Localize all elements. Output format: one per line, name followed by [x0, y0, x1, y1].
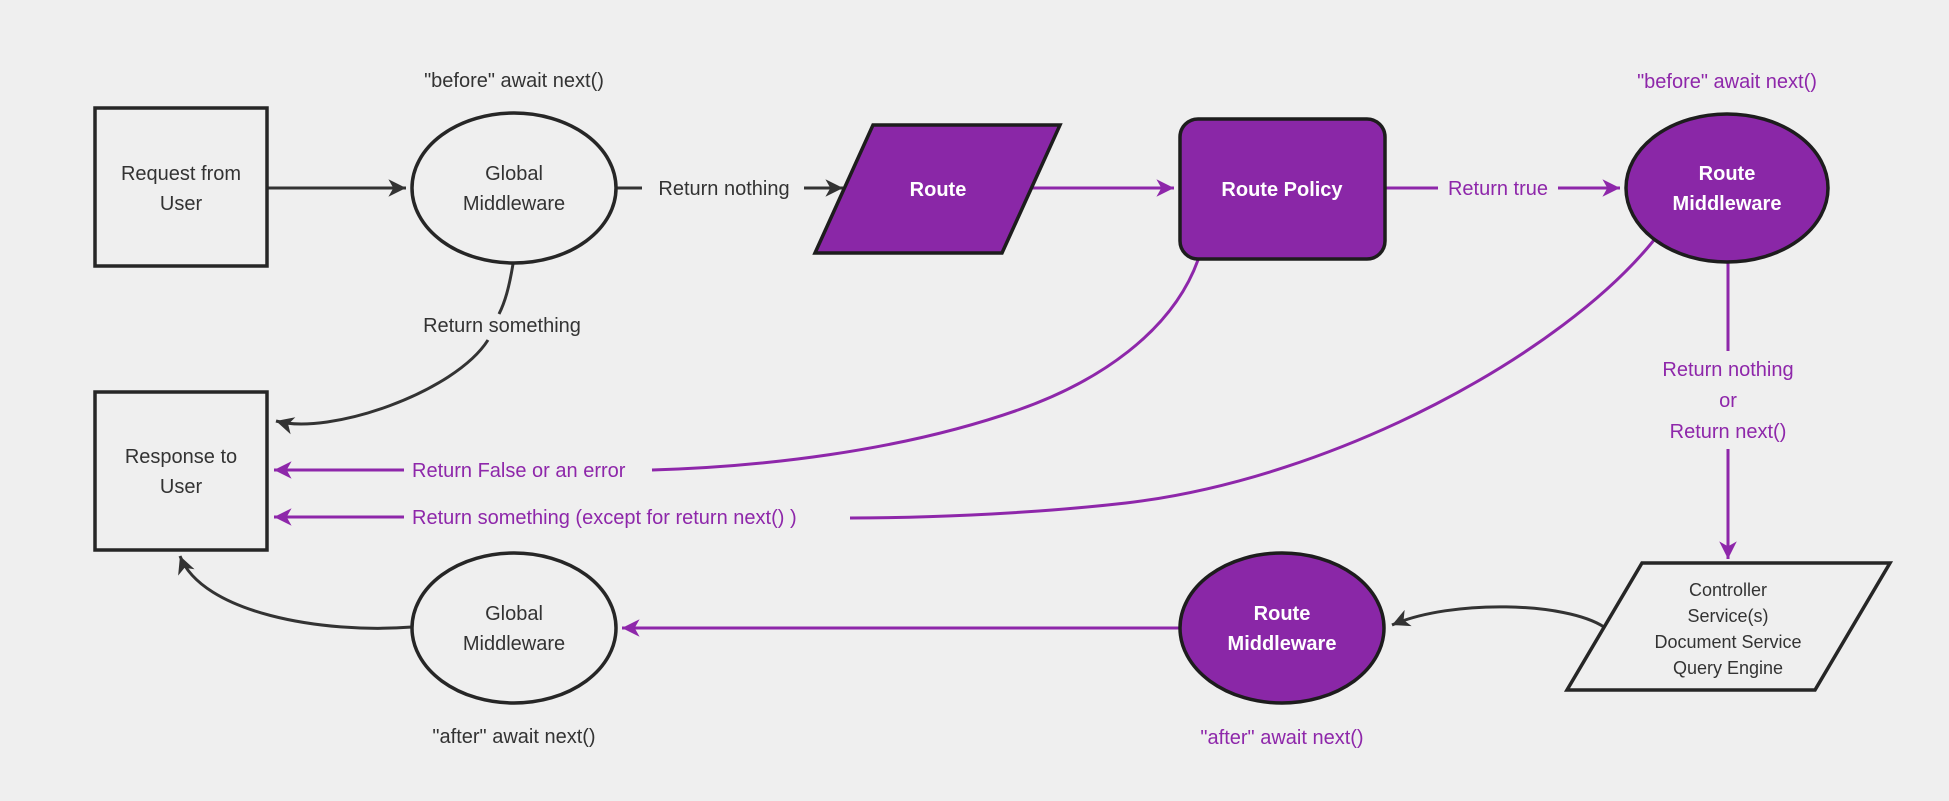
request-from-user-label-line2: User: [160, 193, 203, 215]
node-services: Controller Service(s) Document Service Q…: [1563, 561, 1894, 692]
response-to-user-box: [93, 390, 269, 552]
edge-services-to-route-middleware: [1391, 605, 1605, 629]
edge-label-return-false-error: Return False or an error: [412, 460, 626, 482]
edge-return-something-arrow-segment: [275, 339, 490, 435]
edge-label-return-nothing-or-line3: Return next(): [1670, 421, 1787, 443]
edge-label-return-nothing: Return nothing: [658, 178, 789, 200]
route-middleware-bottom-ellipse: [1178, 551, 1386, 705]
services-label-line2: Service(s): [1687, 606, 1768, 626]
node-route: Route: [812, 123, 1063, 255]
edge-return-false-curve: [651, 259, 1200, 472]
global-middleware-top-label-line2: Middleware: [463, 193, 565, 215]
global-middleware-bottom-label-line2: Middleware: [463, 633, 565, 655]
response-to-user-label-line1: Response to: [125, 446, 237, 468]
node-route-middleware-top: Route Middleware "before" await next(): [1624, 71, 1830, 264]
global-middleware-bottom-label-line1: Global: [485, 603, 543, 625]
request-from-user-box: [93, 106, 269, 268]
services-label-line3: Document Service: [1654, 632, 1801, 652]
services-label-line1: Controller: [1689, 580, 1767, 600]
route-middleware-top-label-line2: Middleware: [1673, 193, 1782, 215]
services-label-line4: Query Engine: [1673, 658, 1783, 678]
edge-global-middleware-to-response: [178, 555, 413, 630]
edge-label-return-nothing-or-line2: or: [1719, 390, 1737, 412]
edge-label-return-true: Return true: [1448, 178, 1548, 200]
edge-return-something-except-curve: [849, 239, 1656, 520]
node-global-middleware-top: Global Middleware "before" await next(): [410, 70, 618, 265]
route-middleware-top-ellipse: [1624, 112, 1830, 264]
route-parallelogram: [812, 123, 1063, 255]
edge-label-return-nothing-or-line1: Return nothing: [1662, 359, 1793, 381]
route-middleware-bottom-label-line1: Route: [1254, 603, 1311, 625]
global-middleware-top-label-line1: Global: [485, 163, 543, 185]
after-await-next-note-left: "after" await next(): [432, 726, 595, 748]
global-middleware-top-ellipse: [410, 111, 618, 265]
services-parallelogram: [1563, 561, 1894, 692]
node-response-to-user: Response to User: [93, 390, 269, 552]
request-from-user-label-line1: Request from: [121, 163, 241, 185]
route-policy-box: [1178, 117, 1387, 261]
nodes: Request from User Global Middleware "bef…: [93, 70, 1894, 749]
route-policy-label: Route Policy: [1221, 179, 1343, 201]
response-to-user-label-line2: User: [160, 476, 203, 498]
before-await-next-note-top: "before" await next(): [424, 70, 604, 92]
before-await-next-note-right: "before" await next(): [1637, 71, 1817, 93]
route-label: Route: [910, 179, 967, 201]
node-request-from-user: Request from User: [93, 106, 269, 268]
route-middleware-bottom-label-line2: Middleware: [1228, 633, 1337, 655]
node-route-policy: Route Policy: [1178, 117, 1387, 261]
edge-labels: Return nothing Return true Return nothin…: [412, 178, 1794, 529]
route-middleware-top-label-line1: Route: [1699, 163, 1756, 185]
node-route-middleware-bottom: Route Middleware "after" await next(): [1178, 551, 1386, 749]
edge-return-something-top-segment: [497, 263, 515, 315]
after-await-next-note-right: "after" await next(): [1200, 727, 1363, 749]
global-middleware-bottom-ellipse: [410, 551, 618, 705]
node-global-middleware-bottom: Global Middleware "after" await next(): [410, 551, 618, 748]
edge-label-return-something-except: Return something (except for return next…: [412, 507, 797, 529]
edge-label-return-something: Return something: [423, 315, 581, 337]
edges: [178, 179, 1737, 637]
